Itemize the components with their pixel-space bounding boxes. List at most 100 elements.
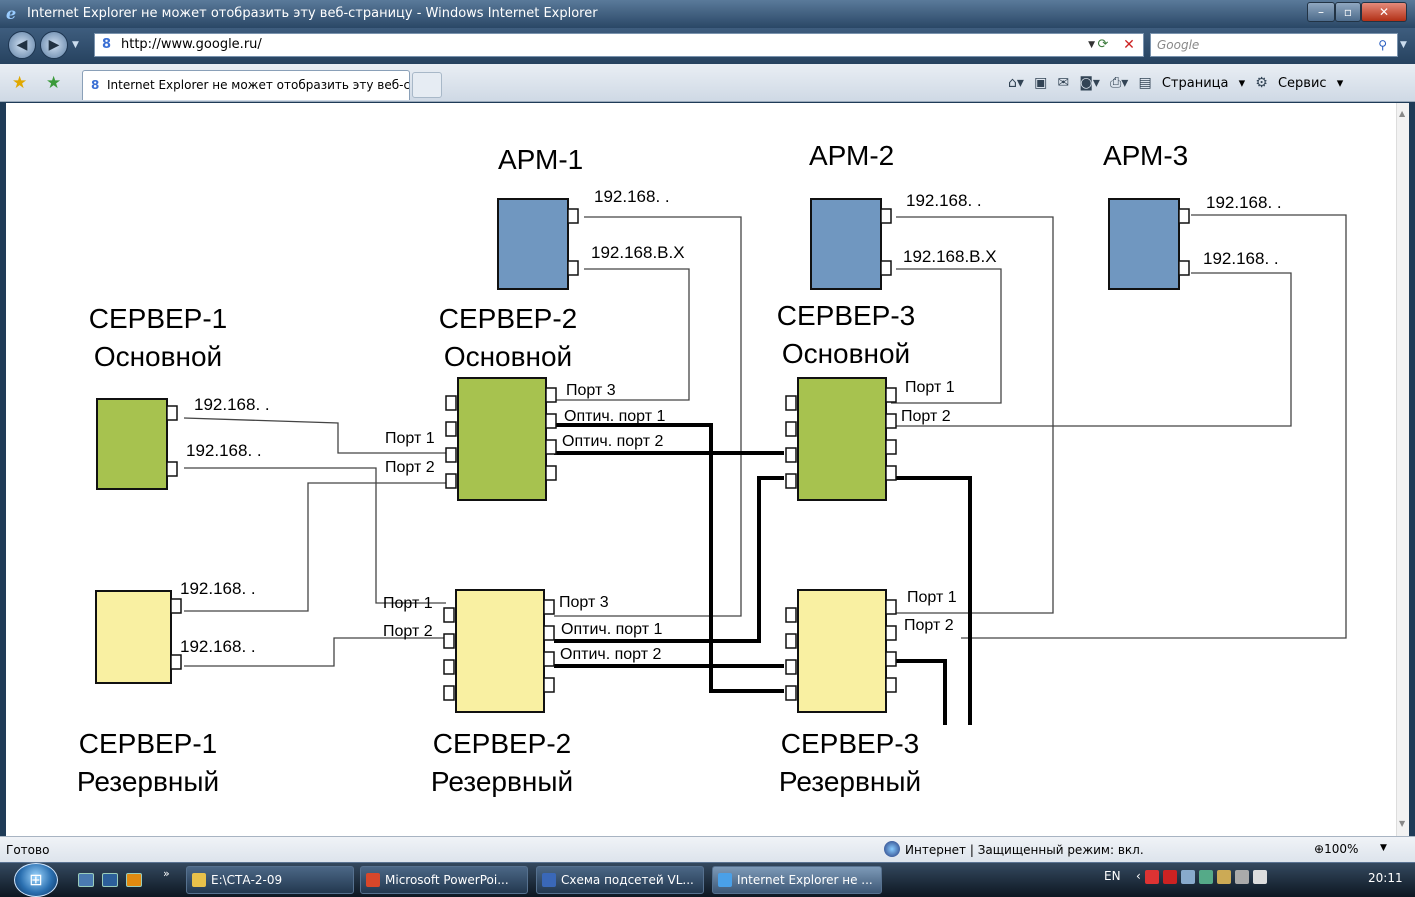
port-label: Порт 1 bbox=[907, 589, 957, 606]
port-a bbox=[567, 208, 579, 224]
port-left bbox=[785, 421, 797, 437]
switch-windows-icon[interactable] bbox=[102, 873, 118, 887]
port-right bbox=[885, 413, 897, 429]
media-player-icon[interactable] bbox=[126, 873, 142, 887]
port-left bbox=[445, 395, 457, 411]
stop-icon[interactable]: ✕ bbox=[1123, 37, 1135, 53]
arm-1-box bbox=[497, 198, 569, 290]
port-label: Оптич. порт 1 bbox=[561, 621, 662, 638]
close-button[interactable]: ✕ bbox=[1361, 2, 1407, 22]
battery-icon[interactable] bbox=[1234, 869, 1249, 884]
search-input[interactable]: Google ⚲ bbox=[1150, 33, 1398, 57]
url-field[interactable]: 8 http://www.google.ru/ ▼ bbox=[94, 33, 1144, 57]
antivirus-icon[interactable] bbox=[1144, 869, 1159, 884]
feeds-icon[interactable]: ▣ bbox=[1034, 75, 1048, 91]
search-icon[interactable]: ⚲ bbox=[1378, 38, 1387, 52]
quicklaunch-more[interactable]: » bbox=[163, 867, 170, 880]
server-3-reserve-box bbox=[797, 589, 887, 713]
arm-2-box bbox=[810, 198, 882, 290]
server-2-reserve-box bbox=[455, 589, 545, 713]
clock[interactable]: 20:11 bbox=[1368, 871, 1403, 885]
page-menu[interactable]: ▤ Страница ▾ bbox=[1138, 75, 1246, 91]
port-b bbox=[880, 260, 892, 276]
taskbar-item-label: Microsoft PowerPoi... bbox=[385, 873, 509, 887]
security-zone[interactable]: Интернет | Защищенный режим: вкл. bbox=[905, 843, 1144, 857]
taskbar-item-explorer[interactable]: E:\СТА-2-09 bbox=[186, 866, 354, 894]
scroll-up-icon[interactable]: ▲ bbox=[1399, 109, 1406, 118]
port-label: Оптич. порт 1 bbox=[564, 408, 665, 425]
language-indicator[interactable]: EN bbox=[1104, 869, 1121, 883]
optical-cables bbox=[554, 423, 972, 725]
print-icon[interactable]: ⎙▾ bbox=[1110, 75, 1129, 91]
window-title: Internet Explorer не может отобразить эт… bbox=[27, 6, 598, 21]
port-label: Порт 2 bbox=[904, 617, 954, 634]
maximize-button[interactable]: ▫ bbox=[1335, 2, 1361, 22]
port-right bbox=[543, 599, 555, 615]
home-icon[interactable]: ⌂▾ bbox=[1008, 75, 1024, 91]
rss-icon[interactable]: ◙▾ bbox=[1079, 75, 1100, 91]
port-right bbox=[885, 439, 897, 455]
arm-1-label: АРМ-1 bbox=[498, 144, 583, 175]
arm-2-label: АРМ-2 bbox=[809, 140, 894, 171]
forward-button[interactable]: ▶ bbox=[40, 31, 68, 59]
port bbox=[170, 598, 182, 614]
volume-icon[interactable] bbox=[1252, 869, 1267, 884]
port-right bbox=[545, 387, 557, 403]
server-3-main-name: СЕРВЕР-3 bbox=[777, 300, 916, 331]
port-left bbox=[785, 447, 797, 463]
url-dropdown-icon[interactable]: ▼ bbox=[1088, 40, 1095, 50]
tab-active[interactable]: 8 Internet Explorer не может отобразить … bbox=[82, 70, 410, 100]
server-1-main-name: СЕРВЕР-1 bbox=[89, 303, 228, 334]
taskbar-item-powerpoint[interactable]: Microsoft PowerPoi... bbox=[360, 866, 528, 894]
refresh-icon[interactable]: ⟳ bbox=[1097, 37, 1109, 52]
ie-logo-icon: e bbox=[6, 4, 17, 23]
server-1-reserve-name: СЕРВЕР-1 bbox=[79, 728, 218, 759]
zoom-level[interactable]: ⊕100% bbox=[1314, 842, 1359, 856]
port-label: Порт 2 bbox=[385, 459, 435, 476]
tray-app-icon[interactable] bbox=[1162, 869, 1177, 884]
search-dropdown-icon[interactable]: ▼ bbox=[1400, 40, 1407, 50]
taskbar-item-label: E:\СТА-2-09 bbox=[211, 873, 283, 887]
optical-cable bbox=[891, 476, 972, 725]
cable bbox=[184, 482, 446, 612]
system-tray: ‹ bbox=[1136, 869, 1271, 884]
taskbar-item-ie[interactable]: Internet Explorer не ... bbox=[712, 866, 882, 894]
minimize-button[interactable]: – bbox=[1307, 2, 1335, 22]
tray-app-icon[interactable] bbox=[1216, 869, 1231, 884]
network-icon[interactable] bbox=[1180, 869, 1195, 884]
optical-cable bbox=[891, 659, 947, 725]
ip-label: 192.168. . bbox=[594, 187, 670, 206]
tools-menu[interactable]: ⚙ Сервис ▾ bbox=[1255, 75, 1344, 91]
command-bar: ⌂▾ ▣ ✉ ◙▾ ⎙▾ ▤ Страница ▾ ⚙ Сервис ▾ bbox=[1008, 72, 1349, 96]
zoom-dropdown-icon[interactable]: ▼ bbox=[1380, 843, 1387, 853]
port-label: Порт 1 bbox=[383, 595, 433, 612]
page-icon: ▤ bbox=[1138, 75, 1152, 91]
port-label: Порт 2 bbox=[383, 623, 433, 640]
new-tab-button[interactable] bbox=[412, 72, 442, 98]
read-mail-icon[interactable]: ✉ bbox=[1057, 75, 1070, 91]
port-b bbox=[1178, 260, 1190, 276]
port-left bbox=[445, 473, 457, 489]
history-dropdown-icon[interactable]: ▼ bbox=[72, 40, 79, 50]
tray-app-icon[interactable] bbox=[1198, 869, 1213, 884]
google-favicon-icon: 8 bbox=[91, 78, 100, 92]
show-desktop-icon[interactable] bbox=[78, 873, 94, 887]
taskbar-item-image[interactable]: Схема подсетей VL... bbox=[536, 866, 704, 894]
diagram-nodes bbox=[95, 198, 1190, 713]
scroll-down-icon[interactable]: ▼ bbox=[1399, 819, 1406, 828]
favorites-star-icon[interactable]: ★ bbox=[12, 73, 28, 93]
ip-label: 192.168. . bbox=[1203, 249, 1279, 268]
server-1-main-role: Основной bbox=[94, 341, 222, 372]
back-button[interactable]: ◀ bbox=[8, 31, 36, 59]
powerpoint-icon bbox=[366, 873, 380, 887]
tab-title: Internet Explorer не может отобразить эт… bbox=[107, 78, 410, 92]
folder-icon bbox=[192, 873, 206, 887]
port-left bbox=[785, 659, 797, 675]
vertical-scrollbar[interactable]: ▲ ▼ bbox=[1396, 103, 1409, 836]
port-label: Порт 2 bbox=[901, 408, 951, 425]
start-button[interactable]: ⊞ bbox=[14, 863, 58, 897]
ip-label: 192.168. . bbox=[186, 441, 262, 460]
add-favorites-icon[interactable]: ★ bbox=[46, 73, 62, 93]
